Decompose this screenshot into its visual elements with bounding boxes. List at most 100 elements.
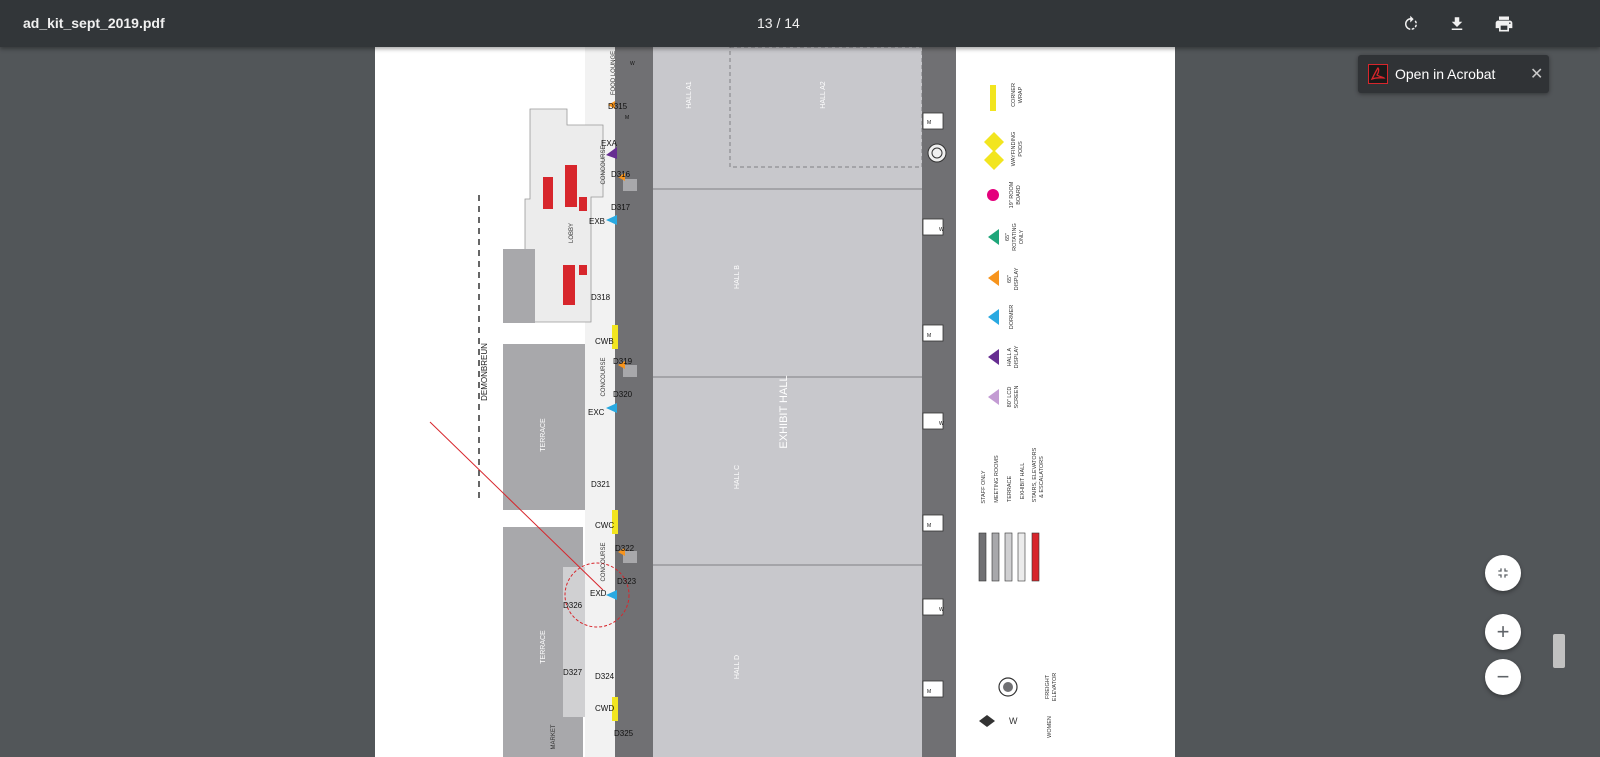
legend-corner-wrap-swatch — [990, 85, 996, 111]
legend-terrace-bar — [1004, 532, 1013, 582]
legend-display-swatch — [988, 270, 999, 286]
legend-wayfinding-line2: PODS — [1018, 141, 1024, 157]
legend-exhibit-bar — [1017, 532, 1026, 582]
scrollbar-thumb[interactable] — [1553, 634, 1565, 668]
terrace-building — [503, 249, 535, 323]
room-block — [623, 365, 637, 377]
legend-hall-a-line2: DISPLAY — [1014, 345, 1020, 368]
lobby-label: LOBBY — [569, 223, 575, 243]
vertical-scrollbar[interactable] — [1551, 47, 1568, 757]
legend-freight-elevator-icon — [1003, 682, 1013, 692]
freight-elevator-marker — [927, 143, 947, 163]
exhibit-hall-area — [637, 47, 937, 757]
zoom-out-button[interactable]: − — [1485, 659, 1521, 695]
room-label-d318: D318 — [591, 293, 611, 302]
room-label-d324: D324 — [595, 672, 615, 681]
pdf-viewer[interactable]: DEMONBREUN TERRACE TERRACE LOBBY MARKET … — [0, 47, 1600, 757]
print-button[interactable] — [1491, 11, 1517, 37]
legend-dormer-swatch — [988, 309, 999, 325]
restroom-m-label: M — [927, 689, 931, 695]
open-in-acrobat-toast[interactable]: Open in Acrobat ✕ — [1358, 55, 1549, 93]
restroom-m-label: M — [625, 115, 629, 121]
legend-exhibit-hall: EXHIBIT HALL — [1020, 463, 1026, 500]
rotate-icon — [1405, 15, 1417, 30]
room-label-d322: D322 — [615, 544, 635, 553]
concourse-label: CONCOURSE — [601, 542, 607, 581]
room-label-d316: D316 — [611, 170, 631, 179]
legend-rotating-line3: ONLY — [1019, 229, 1025, 244]
display-marker — [608, 101, 615, 109]
corner-wrap-marker — [612, 325, 618, 349]
legend-w: W — [1009, 716, 1018, 726]
restroom-box — [922, 324, 944, 342]
lobby-stairs — [543, 165, 587, 305]
restroom-m-label: M — [927, 333, 931, 339]
restroom-box — [922, 218, 944, 236]
display-marker — [618, 361, 625, 369]
hall-a-marker — [606, 147, 617, 159]
fit-to-page-icon — [1498, 568, 1508, 578]
legend-rotating-swatch — [988, 229, 999, 245]
legend-corner-wrap-line2: WRAP — [1018, 86, 1024, 103]
legend-display-line2: DISPLAY — [1014, 267, 1020, 290]
room-label-exd: EXD — [590, 589, 607, 598]
legend-wayfinding-swatch — [984, 132, 1004, 152]
legend-wayfinding-line1: WAYFINDING — [1011, 132, 1017, 167]
legend-staff-bar — [978, 532, 987, 582]
display-marker — [618, 173, 625, 181]
display-marker — [618, 548, 625, 556]
room-label-d319: D319 — [613, 357, 633, 366]
legend-women: WOMEN — [1047, 716, 1053, 738]
legend-rotating-line1: 65" — [1005, 233, 1011, 241]
legend-room-board-line1: 19" ROOM — [1009, 181, 1015, 208]
zoom-in-button[interactable]: + — [1485, 614, 1521, 650]
meeting-rooms-strip — [615, 47, 653, 757]
legend-stairs-line2: & ESCALATORS — [1039, 456, 1045, 498]
print-icon — [1495, 16, 1513, 32]
restroom-box — [922, 680, 944, 698]
room-block — [623, 179, 637, 191]
legend-freight-line2: ELEVATOR — [1052, 673, 1058, 701]
legend-corner-wrap-line1: CORNER — [1011, 83, 1017, 107]
legend-meeting-bar — [991, 532, 1000, 582]
close-icon[interactable]: ✕ — [1530, 66, 1544, 83]
plaza-area — [563, 567, 585, 717]
open-in-acrobat-label: Open in Acrobat — [1395, 66, 1496, 82]
legend-lcd-swatch — [988, 389, 999, 405]
legend-terrace: TERRACE — [1007, 476, 1013, 503]
concourse-label: CONCOURSE — [601, 357, 607, 396]
service-corridor — [922, 47, 956, 757]
rotate-button[interactable] — [1398, 11, 1424, 37]
legend-women-icon — [979, 715, 995, 727]
legend-freight-line1: FREIGHT — [1045, 674, 1051, 699]
legend-stairs-line1: STAIRS, ELEVATORS — [1032, 447, 1038, 502]
hall-a1-label: HALL A1 — [686, 81, 693, 108]
page-indicator[interactable]: 13 / 14 — [757, 15, 800, 31]
restroom-box — [922, 412, 944, 430]
legend-staff-only: STAFF ONLY — [981, 470, 987, 503]
room-block — [623, 551, 637, 563]
terrace-label: TERRACE — [540, 418, 547, 452]
zoom-out-icon: − — [1496, 664, 1510, 689]
terrace-building-1 — [503, 344, 585, 510]
corner-wrap-marker — [612, 697, 618, 721]
restroom-box — [922, 112, 944, 130]
room-label-cwc: CWC — [595, 521, 614, 530]
annotation-arrow — [429, 421, 604, 591]
dormer-marker — [606, 590, 617, 600]
legend-hall-a-swatch — [988, 349, 999, 365]
floor-plan-map: DEMONBREUN TERRACE TERRACE LOBBY MARKET … — [429, 47, 1058, 757]
download-button[interactable] — [1444, 11, 1470, 37]
restroom-m-label: M — [927, 120, 931, 126]
fit-to-page-button[interactable] — [1485, 555, 1521, 591]
food-lounge-label: FOOD LOUNGE — [611, 51, 617, 95]
exhibit-hall-label: EXHIBIT HALL — [778, 375, 790, 448]
legend-room-board-swatch — [987, 189, 999, 201]
hall-c-label: HALL C — [734, 465, 741, 489]
annotation-circle — [564, 562, 630, 628]
street-label: DEMONBREUN — [480, 343, 489, 401]
pdf-toolbar: ad_kit_sept_2019.pdf 13 / 14 — [0, 0, 1600, 47]
restroom-w-label: W — [630, 61, 635, 67]
dormer-marker — [606, 215, 617, 225]
acrobat-icon — [1368, 64, 1388, 84]
